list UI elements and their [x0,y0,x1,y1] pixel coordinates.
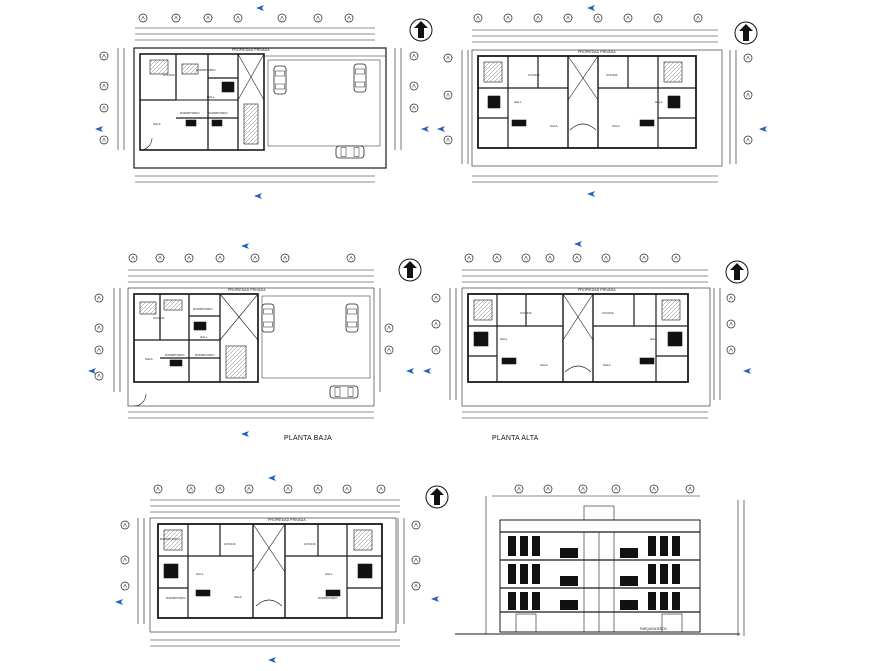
section-arrow-icon [268,475,276,481]
property-label-1: PROPIEDAD PRIVADA [232,48,270,52]
section-arrow-icon [88,368,96,374]
north-arrow-icon [409,18,433,42]
property-label-2: PROPIEDAD PRIVADA [578,50,616,54]
section-arrow-icon [241,431,249,437]
room-bedroom-label-9: DORMITORIO [318,596,338,600]
section-arrow-icon [254,193,262,199]
room-bedroom-label-3: DORMITORIO [208,111,228,115]
room-kitchen-label-2: COCINA [528,73,540,77]
plan-ground-floor-b [94,253,394,419]
room-kitchen-label-1: COCINA [163,73,175,77]
section-arrow-icon [431,596,439,602]
room-hall-label-5: HALL [500,337,508,341]
section-arrow-icon [587,191,595,197]
room-hall-label-8: HALL [325,572,333,576]
room-bedroom-label-7: DORMITORIO [160,537,180,541]
room-hall-label-6: HALL [650,337,658,341]
section-arrow-icon [115,599,123,605]
section-arrow-icon [241,243,249,249]
section-arrow-icon [423,368,431,374]
room-hall-label-4: HALL [200,335,208,339]
plan-ground-floor-a [99,13,419,183]
room-hall-label-3: HALL [655,100,663,104]
facade-elevation [455,484,745,636]
parking-label: PARQUEADEROS [640,627,667,631]
north-arrow-icon [398,258,422,282]
room-kitchen-label-7: COCINA [224,542,236,546]
plan-upper-floor-b [431,253,736,419]
room-kitchen-label-6: COCINA [602,311,614,315]
section-arrow-icon [406,368,414,374]
section-arrow-icon [587,5,595,11]
room-bedroom-label-8: DORMITORIO [166,596,186,600]
room-living-label-4: SALA [145,357,153,361]
room-living-label-1: SALA [153,122,161,126]
room-kitchen-label-4: COCINA [153,316,165,320]
section-arrow-icon [574,241,582,247]
section-arrow-icon [95,126,103,132]
room-kitchen-label-5: COCINA [520,311,532,315]
room-kitchen-label-3: COCINA [606,73,618,77]
plan-typical-floor [120,484,421,647]
room-hall-label-1: HALL [207,95,215,99]
property-label-4: PROPIEDAD PRIVADA [578,288,616,292]
room-living-label-5: SALA [540,363,548,367]
room-bedroom-label-6: DORMITORIO [195,353,215,357]
room-living-label-2: SALA [550,124,558,128]
section-arrow-icon [421,126,429,132]
section-arrow-icon [743,368,751,374]
section-arrow-icon [437,126,445,132]
room-bedroom-label-4: DORMITORIO [193,307,213,311]
axis-markers-top [138,13,354,23]
room-living-label-7: SALA [234,595,242,599]
room-kitchen-label-8: COCINA [304,542,316,546]
section-arrow-icon [759,126,767,132]
north-arrow-icon [734,21,758,45]
room-hall-label-7: HALL [196,572,204,576]
room-bedroom-label-5: DORMITORIO [165,353,185,357]
property-label-3: PROPIEDAD PRIVADA [228,288,266,292]
room-living-label-6: SALA [603,363,611,367]
north-arrow-icon [425,485,449,509]
caption-ground-floor: PLANTA BAJA [284,435,332,442]
room-bedroom-label-1: DORMITORIO [196,68,216,72]
caption-upper-floor: PLANTA ALTA [492,435,539,442]
section-arrow-icon [256,5,264,11]
room-living-label-3: SALA [612,124,620,128]
room-hall-label-2: HALL [514,100,522,104]
section-arrow-icon [268,657,276,663]
plan-upper-floor-a [443,13,753,183]
room-bedroom-label-2: DORMITORIO [180,111,200,115]
north-arrow-icon [725,260,749,284]
property-label-5: PROPIEDAD PRIVADA [268,518,306,522]
